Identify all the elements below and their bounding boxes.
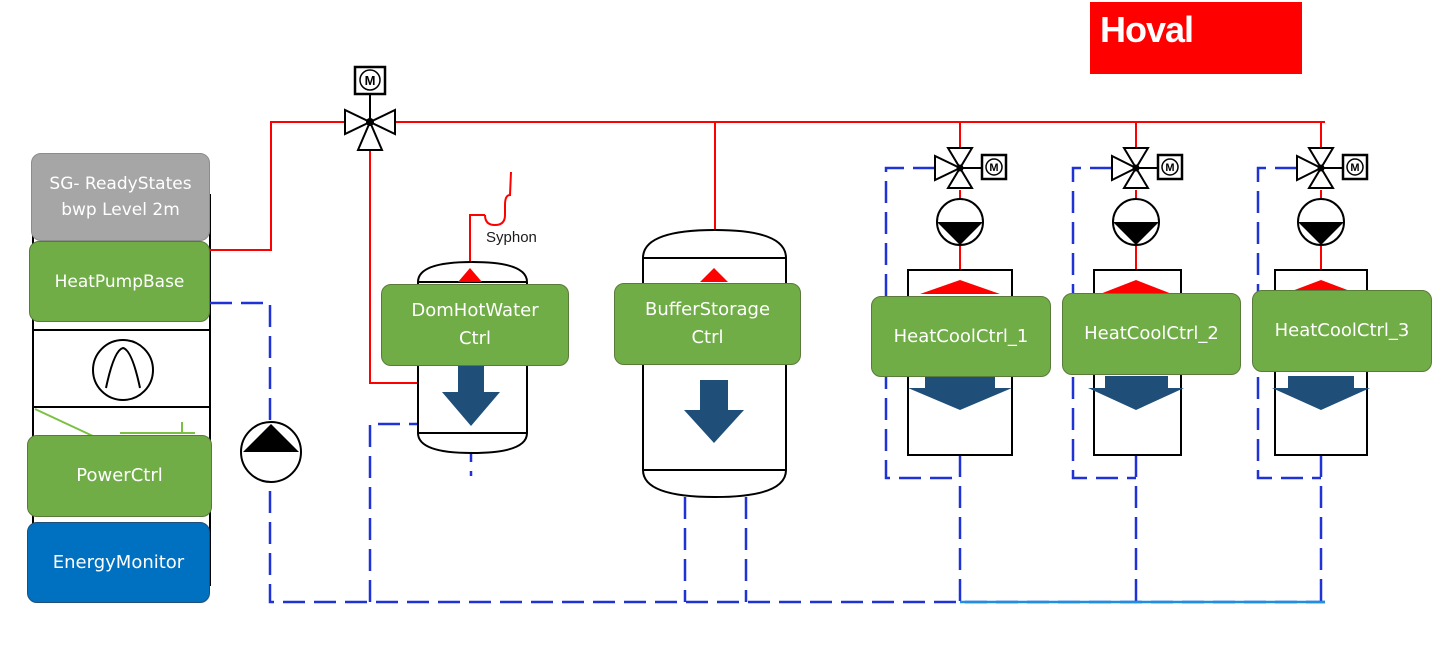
- heat-cool-ctrl-1-module[interactable]: HeatCoolCtrl_1: [871, 296, 1051, 377]
- buffer-storage-ctrl-module[interactable]: BufferStorage Ctrl: [614, 283, 801, 365]
- power-ctrl-label: PowerCtrl: [76, 465, 163, 486]
- heat-cool-ctrl-2-module[interactable]: HeatCoolCtrl_2: [1062, 293, 1241, 375]
- dom-hot-water-line1: DomHotWater: [411, 300, 539, 321]
- buffer-storage-line2: Ctrl: [691, 327, 724, 348]
- cooling-arrow-icon: [1088, 376, 1184, 410]
- heat-cool-ctrl-3-label: HeatCoolCtrl_3: [1274, 320, 1410, 341]
- cooling-arrow-icon: [1272, 376, 1370, 410]
- energy-monitor-label: EnergyMonitor: [52, 551, 185, 573]
- heat-cool-ctrl-3-module[interactable]: HeatCoolCtrl_3: [1252, 290, 1432, 372]
- three-way-valve-main: M: [344, 65, 396, 151]
- heat-pump-base-label: HeatPumpBase: [54, 271, 185, 292]
- motor-label: M: [1350, 162, 1359, 174]
- sg-ready-line2: bwp Level 2m: [61, 200, 180, 220]
- energy-monitor-module[interactable]: EnergyMonitor: [27, 522, 210, 603]
- cooling-arrow-icon: [908, 376, 1012, 410]
- circulation-pump-icon: [240, 421, 302, 483]
- heat-pump-base-module[interactable]: HeatPumpBase: [29, 241, 210, 322]
- dom-hot-water-line2: Ctrl: [458, 328, 491, 349]
- cooling-arrow-icon: [442, 364, 500, 426]
- heat-cool-ctrl-2-label: HeatCoolCtrl_2: [1084, 323, 1219, 344]
- cooling-arrow-icon: [684, 380, 744, 443]
- dom-hot-water-ctrl-module[interactable]: DomHotWater Ctrl: [381, 284, 569, 366]
- supply-pipes: [210, 121, 1325, 384]
- motor-label: M: [1165, 162, 1174, 174]
- buffer-storage-line1: BufferStorage: [644, 299, 771, 320]
- motor-label: M: [989, 162, 998, 174]
- compressor-icon: [92, 339, 154, 401]
- sg-ready-states-module[interactable]: SG- ReadyStates bwp Level 2m: [31, 153, 210, 241]
- hoval-logo: Hoval: [1090, 2, 1302, 74]
- syphon-label: Syphon: [486, 229, 537, 246]
- heat-cool-ctrl-1-label: HeatCoolCtrl_1: [893, 325, 1029, 347]
- sg-ready-line1: SG- ReadyStates: [49, 174, 192, 194]
- power-ctrl-module[interactable]: PowerCtrl: [27, 435, 212, 517]
- motor-label: M: [365, 73, 376, 88]
